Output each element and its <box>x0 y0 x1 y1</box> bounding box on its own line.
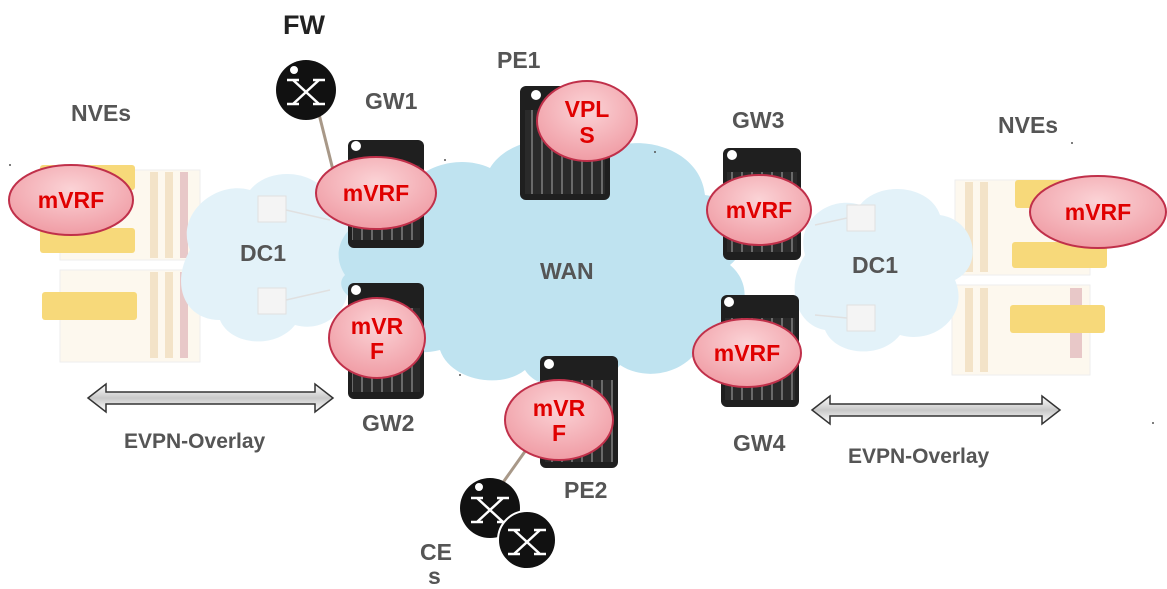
vrf-label-gw2-line2: F <box>369 338 385 364</box>
vrf-label-gw1: mVRF <box>342 180 410 206</box>
dot <box>1152 422 1154 424</box>
nve-racks-left <box>40 165 201 363</box>
vrf-ellipse-nve-right <box>1029 175 1167 249</box>
wan-label: WAN <box>540 258 594 284</box>
router-led <box>544 359 554 369</box>
pe2-label: PE2 <box>564 477 608 503</box>
switch-body <box>276 60 336 120</box>
rack-panel <box>1012 242 1107 268</box>
fw-label: FW <box>283 10 325 40</box>
dc-switch-icon <box>257 287 287 315</box>
nves-left-label: NVEs <box>71 100 132 126</box>
switch-arrows <box>508 528 546 556</box>
gw1-label: GW1 <box>365 88 418 114</box>
fw-switch-icon <box>276 60 336 120</box>
rack-panel <box>1010 305 1105 333</box>
pe1-label: PE1 <box>497 47 541 73</box>
evpn-right-label: EVPN-Overlay <box>848 445 990 468</box>
rack-stripe <box>165 272 173 358</box>
rack-stripe <box>980 288 988 372</box>
dc-link <box>285 209 331 301</box>
dc-cloud-left <box>181 173 361 342</box>
dot <box>459 374 461 376</box>
vrf-ellipse-gw4 <box>692 318 802 388</box>
router-led <box>531 90 541 100</box>
rack-stripe <box>965 182 973 272</box>
fw-gw1-link <box>316 109 337 179</box>
switch-body <box>497 510 557 570</box>
router-led <box>727 150 737 160</box>
dc-left-label: DC1 <box>240 240 287 266</box>
vrf-ellipse-gw2 <box>328 297 426 379</box>
vrf-label-pe1-line1: VPL <box>564 96 610 122</box>
ces-label-line1: CE <box>420 539 452 565</box>
rack-stripe <box>980 182 988 272</box>
evpn-arrow-left <box>86 382 335 414</box>
vrf-label-gw3: mVRF <box>725 197 793 223</box>
dc-switch-icon <box>257 195 287 223</box>
rack-stripe <box>180 272 188 358</box>
vrf-label-pe1-line2: S <box>579 122 595 148</box>
vrf-label-gw2: mVR F <box>329 314 425 364</box>
dc-switch-icon <box>846 204 876 232</box>
vrf-label-nve-right: mVRF <box>1064 199 1132 225</box>
dc-cloud-shape <box>181 173 361 342</box>
evpn-arrow-right <box>810 394 1062 426</box>
ce-switch-icon-2 <box>497 510 557 570</box>
vrf-ellipse-gw1 <box>315 156 437 230</box>
dot <box>654 151 656 153</box>
switch-arrows <box>287 78 325 106</box>
evpn-left-label: EVPN-Overlay <box>124 430 266 453</box>
dc-cloud-right <box>794 188 973 352</box>
vrf-label-pe2-line2: F <box>551 420 567 446</box>
dot <box>9 164 11 166</box>
switch-led <box>473 481 485 493</box>
dc-cloud-shape <box>794 188 973 352</box>
gw3-label: GW3 <box>732 107 785 133</box>
vrf-ellipse-gw3 <box>706 174 812 246</box>
nves-right-label: NVEs <box>998 112 1059 138</box>
vrf-ellipse-nve-left <box>8 164 134 236</box>
gw4-label: GW4 <box>733 430 786 456</box>
dc-switch-icon <box>846 304 876 332</box>
vrf-ellipse-pe1 <box>536 80 638 162</box>
rack-stripe <box>180 172 188 258</box>
wan-cloud <box>338 139 745 389</box>
vrf-label-nve-left: mVRF <box>37 187 105 213</box>
vrf-label-pe2: mVR F <box>505 396 613 446</box>
rack-panel <box>42 292 137 320</box>
rack-stripe <box>165 172 173 258</box>
dot <box>1071 142 1073 144</box>
rack-stripe <box>150 272 158 358</box>
ces-label: CE s <box>420 540 452 588</box>
vrf-label-gw2-line1: mVR <box>350 313 404 339</box>
vrf-label-pe1: VPL S <box>537 96 637 148</box>
vrf-label-pe2-line1: mVR <box>532 395 586 421</box>
vrf-ellipse-pe2 <box>504 379 614 461</box>
dot <box>444 159 446 161</box>
router-led <box>351 285 361 295</box>
router-led <box>351 141 361 151</box>
rack-stripe <box>150 172 158 258</box>
gw2-label: GW2 <box>362 410 415 436</box>
rack-stripe <box>965 288 973 372</box>
dc-right-label: DC1 <box>852 252 899 278</box>
ces-label-line2: s <box>428 563 441 589</box>
dc-link <box>814 217 848 319</box>
switch-led <box>288 64 300 76</box>
switch-arrows <box>471 496 509 524</box>
router-led <box>724 297 734 307</box>
vrf-label-gw4: mVRF <box>713 340 781 366</box>
